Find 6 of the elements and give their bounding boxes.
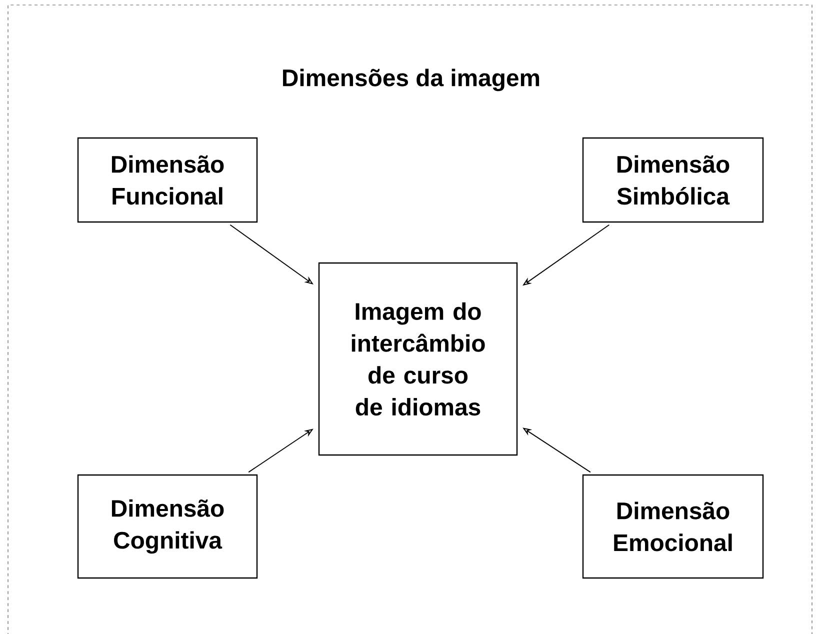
concept-box: Dimensão Simbólica — [582, 137, 764, 223]
concept-box: Imagem do intercâmbio de curso de idiomas — [318, 262, 518, 456]
concept-box: Dimensão Emocional — [582, 474, 764, 579]
concept-box: Dimensão Funcional — [77, 137, 258, 223]
diagram-title: Dimensões da imagem — [283, 68, 540, 92]
concept-box: Dimensão Cognitiva — [77, 474, 258, 579]
